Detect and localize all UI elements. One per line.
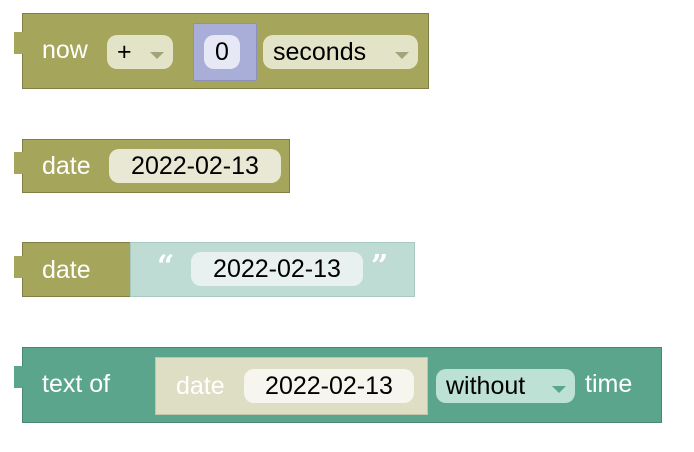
text-value: 2022-02-13 — [213, 254, 341, 283]
quote-icon: “ — [157, 249, 175, 284]
date-field[interactable]: 2022-02-13 — [109, 149, 281, 183]
puzzle-tab-icon — [14, 256, 28, 278]
text-string-block[interactable]: “ 2022-02-13 ” — [130, 242, 415, 297]
puzzle-tab-icon — [14, 32, 28, 54]
nested-date-field[interactable]: 2022-02-13 — [244, 369, 414, 403]
puzzle-tab-icon — [14, 152, 28, 174]
puzzle-tab-icon — [14, 366, 28, 388]
dropdown-caret-icon — [150, 52, 164, 59]
date-literal-block[interactable]: date 2022-02-13 — [14, 139, 290, 193]
number-value: 0 — [215, 37, 229, 66]
text-of-label: text of — [42, 370, 111, 398]
text-field[interactable]: 2022-02-13 — [191, 252, 363, 286]
number-block[interactable]: 0 — [193, 23, 257, 81]
date-from-text-block[interactable]: date — [14, 242, 142, 297]
time-mode-value: without — [446, 371, 526, 400]
date-label: date — [42, 152, 91, 180]
time-unit-dropdown[interactable]: seconds — [263, 35, 418, 69]
now-label: now — [42, 36, 88, 64]
text-of-block[interactable]: text of date 2022-02-13 without time — [14, 347, 662, 423]
date-value: 2022-02-13 — [131, 151, 259, 180]
dropdown-caret-icon — [552, 386, 566, 393]
nested-date-label: date — [176, 372, 225, 400]
time-suffix-label: time — [585, 370, 633, 398]
quote-icon: ” — [371, 249, 389, 284]
date-label: date — [42, 256, 91, 284]
time-mode-dropdown[interactable]: without — [436, 369, 575, 403]
operator-value: + — [117, 37, 132, 66]
dropdown-caret-icon — [395, 52, 409, 59]
time-unit-value: seconds — [273, 37, 367, 66]
operator-dropdown[interactable]: + — [107, 35, 173, 69]
nested-date-block[interactable]: date 2022-02-13 — [155, 357, 428, 415]
nested-date-value: 2022-02-13 — [265, 371, 393, 400]
now-offset-block[interactable]: now + 0 seconds — [14, 13, 429, 89]
number-field[interactable]: 0 — [204, 35, 240, 69]
